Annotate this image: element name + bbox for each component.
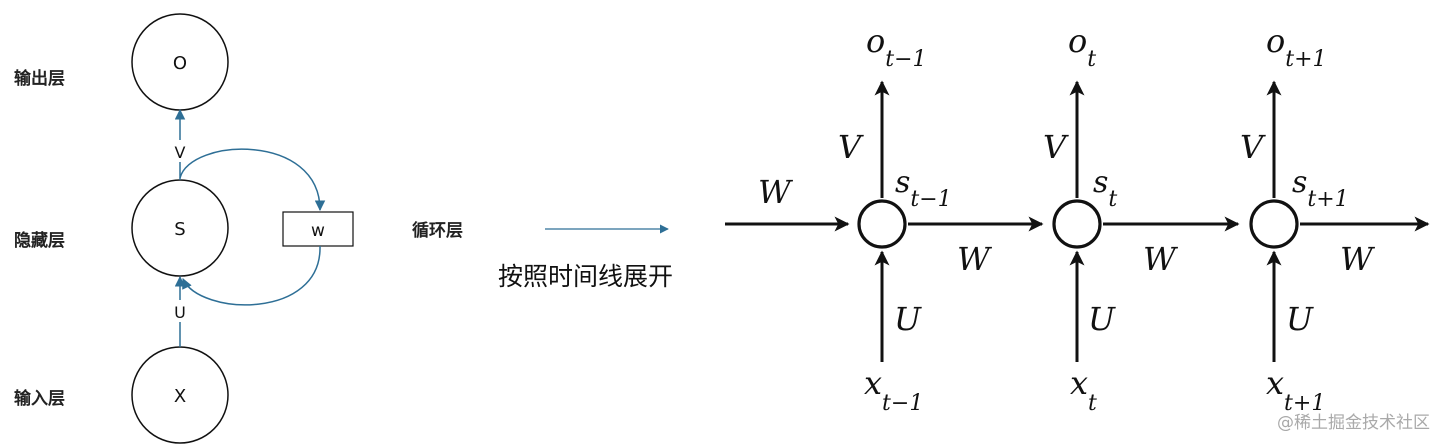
input-layer-label: 输入层 bbox=[14, 388, 65, 409]
recurrent-weight-box bbox=[282, 211, 354, 247]
input-node-label: X bbox=[174, 386, 186, 407]
w-forward-label: W bbox=[957, 240, 993, 278]
unfolded-rnn: W ot−1 V st−1 W U xt−1 ot V st W U xt bbox=[725, 22, 1430, 416]
u-label: U bbox=[1286, 300, 1314, 338]
output-node-label: O bbox=[173, 53, 187, 74]
folded-rnn: 输出层 隐藏层 输入层 O S X w V U 循环层 按照时间线展开 bbox=[14, 13, 673, 444]
hidden-node-label: S bbox=[174, 219, 185, 240]
loop-to-w-arrow bbox=[179, 148, 326, 212]
time-step-t-minus-1: ot−1 V st−1 W U xt−1 bbox=[838, 22, 1044, 416]
v-label: V bbox=[1043, 128, 1069, 166]
watermark-text: @稀土掘金技术社区 bbox=[1277, 413, 1430, 433]
state-symbol: st+1 bbox=[1292, 165, 1349, 212]
w-forward-label: W bbox=[1340, 240, 1376, 278]
edge-v-label: V bbox=[175, 143, 186, 162]
state-node bbox=[1249, 199, 1299, 249]
v-label: V bbox=[1240, 128, 1266, 166]
state-symbol: st bbox=[1093, 165, 1117, 212]
w-input-label: W bbox=[758, 173, 794, 211]
loop-from-w-arrow bbox=[182, 245, 321, 306]
output-symbol: ot+1 bbox=[1266, 22, 1327, 72]
state-symbol: st−1 bbox=[895, 165, 952, 212]
input-symbol: xt−1 bbox=[864, 364, 923, 416]
output-symbol: ot−1 bbox=[866, 22, 927, 72]
w-forward-label: W bbox=[1143, 240, 1179, 278]
input-symbol: xt bbox=[1070, 364, 1097, 416]
hidden-layer-label: 隐藏层 bbox=[14, 230, 65, 251]
v-label: V bbox=[838, 128, 864, 166]
input-symbol: xt+1 bbox=[1266, 364, 1325, 416]
u-label: U bbox=[1088, 300, 1116, 338]
output-layer-label: 输出层 bbox=[14, 68, 65, 89]
edge-u-label-bg bbox=[170, 300, 190, 322]
edge-v-label-bg bbox=[170, 140, 190, 162]
u-label: U bbox=[894, 300, 922, 338]
time-step-t: ot V st W U xt bbox=[1043, 22, 1240, 416]
edge-u-label: U bbox=[174, 303, 186, 322]
unfold-caption: 按照时间线展开 bbox=[498, 262, 673, 291]
state-node bbox=[1052, 199, 1102, 249]
state-node bbox=[857, 199, 907, 249]
time-step-t-plus-1: ot+1 V st+1 W U xt+1 bbox=[1240, 22, 1430, 416]
recurrent-layer-label: 循环层 bbox=[412, 220, 463, 241]
recurrent-weight-label: w bbox=[311, 221, 325, 241]
output-symbol: ot bbox=[1068, 22, 1096, 72]
